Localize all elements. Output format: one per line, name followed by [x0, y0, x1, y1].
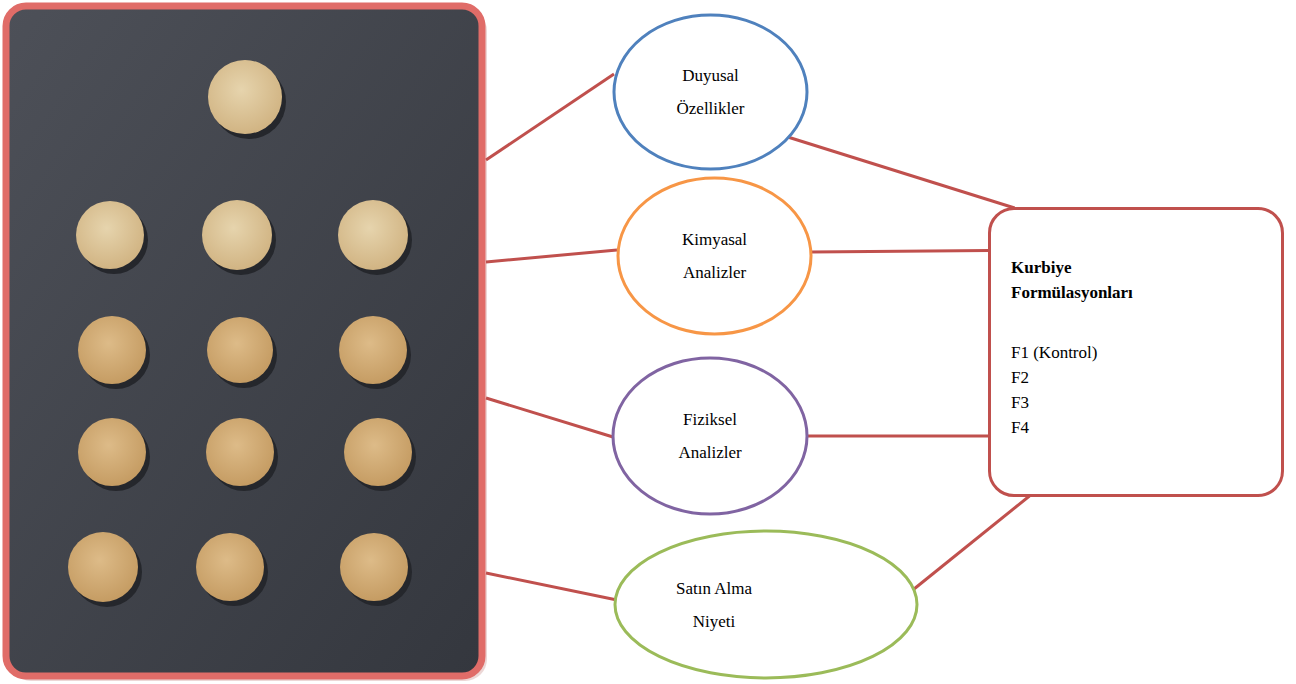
ellipse-outline	[616, 176, 813, 336]
ellipse-outline	[613, 529, 919, 680]
cookie-group	[68, 60, 416, 607]
ellipse-shape	[615, 531, 917, 678]
leader-line	[486, 74, 614, 160]
text-holder: Satın Alma Niyeti	[659, 572, 769, 638]
connector-line	[811, 251, 989, 252]
connector-line	[789, 137, 1015, 208]
cookie	[206, 418, 274, 486]
node-label: Kimyasal Analizler	[660, 223, 770, 289]
formulation-item: F1 (Kontrol)	[1011, 340, 1261, 365]
ellipse-node: Duyusal Özellikler	[612, 13, 809, 171]
cookie	[338, 200, 408, 270]
connector-line	[914, 496, 1030, 589]
leader-line	[486, 573, 617, 600]
cookie	[68, 532, 138, 602]
photo-frame	[6, 6, 482, 676]
cookie	[339, 316, 407, 384]
node-label: Duyusal Özellikler	[656, 59, 766, 125]
cookie	[340, 533, 408, 601]
text-holder: Fiziksel Analizler	[655, 403, 765, 469]
box-heading: Kurbiye Formülasyonları	[1011, 255, 1161, 305]
text-holder: Duyusal Özellikler	[656, 59, 766, 125]
ellipse-node: Kimyasal Analizler	[616, 176, 813, 336]
cookie	[196, 533, 264, 601]
cookie	[202, 200, 272, 270]
cookie	[207, 317, 273, 383]
photo-lines	[486, 74, 617, 600]
node-label: Satın Alma Niyeti	[659, 572, 769, 638]
node-label: Fiziksel Analizler	[655, 403, 765, 469]
formulation-item: F3	[1011, 390, 1261, 415]
text-holder: Kurbiye Formülasyonları F1 (Kontrol)F2F3F…	[1011, 255, 1261, 440]
formulation-item: F4	[1011, 415, 1261, 440]
text-holder: Kimyasal Analizler	[660, 223, 770, 289]
cookie	[78, 418, 146, 486]
connector-line	[807, 435, 989, 438]
leader-line	[486, 398, 613, 437]
cookie	[344, 418, 412, 486]
cookie	[208, 60, 282, 134]
ellipse-node: Satın Alma Niyeti	[613, 529, 919, 680]
formulation-box: Kurbiye Formülasyonları F1 (Kontrol)F2F3F…	[988, 207, 1284, 497]
ellipse-shape	[614, 15, 807, 169]
ellipse-outline	[612, 13, 809, 171]
ellipse-outline	[611, 356, 809, 516]
ellipse-shape	[613, 358, 807, 514]
ellipse-shape	[618, 178, 811, 334]
cookie	[76, 201, 144, 269]
ellipse-node: Fiziksel Analizler	[611, 356, 809, 516]
formulation-item: F2	[1011, 365, 1261, 390]
cookie	[78, 316, 146, 384]
leader-line	[486, 250, 617, 262]
